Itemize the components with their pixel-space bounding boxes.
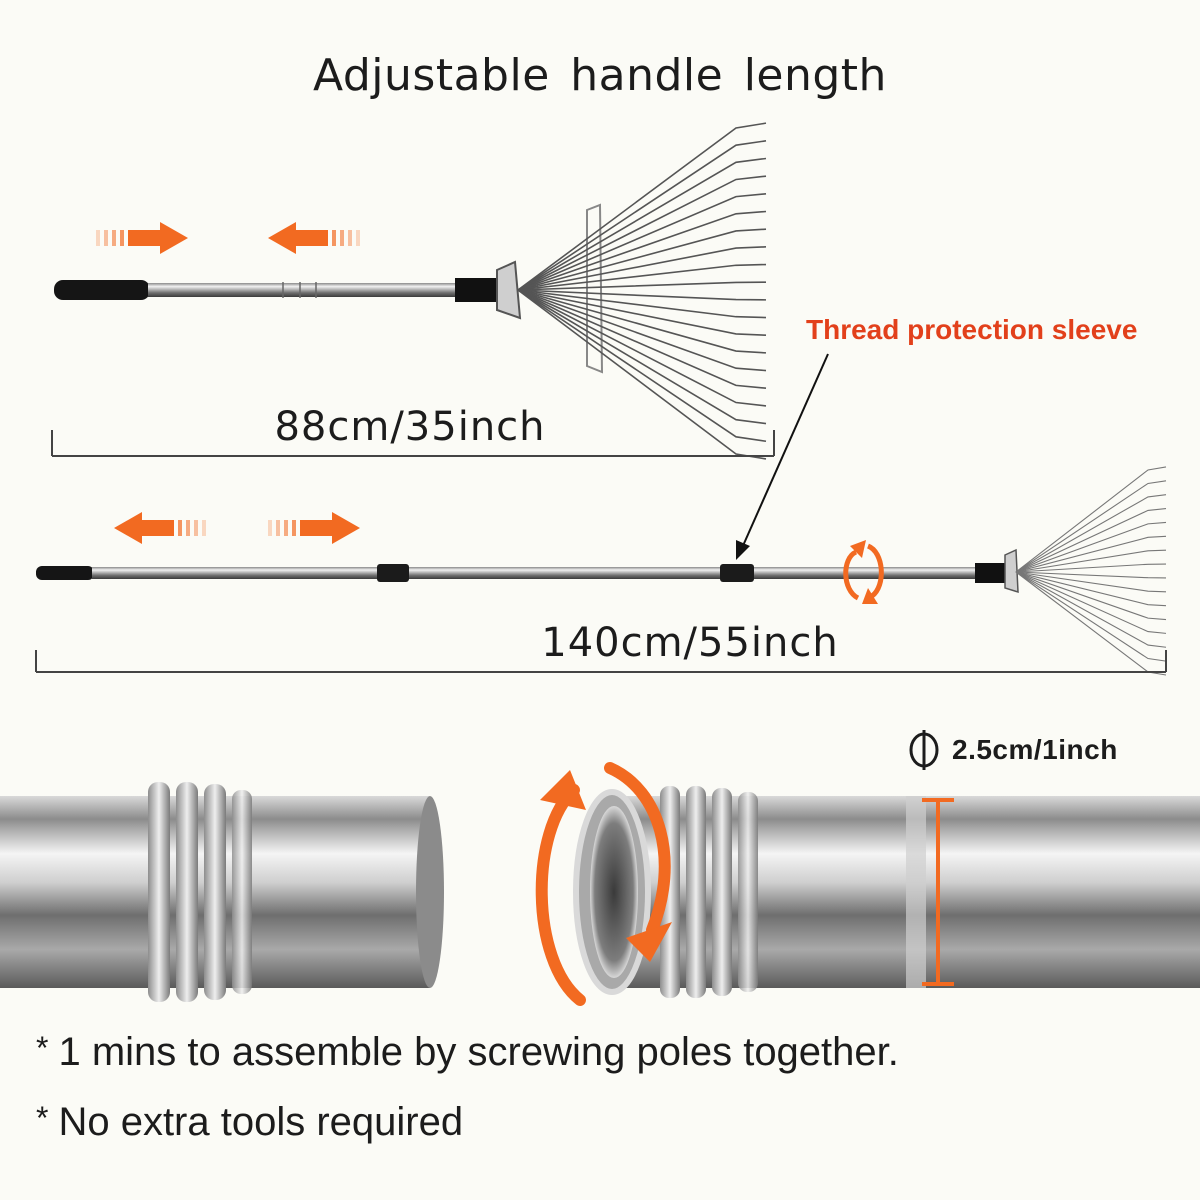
rake-tine bbox=[517, 157, 767, 291]
diameter-icon bbox=[909, 730, 939, 770]
page-title: Adjustable handle length bbox=[313, 50, 887, 101]
rake-tine bbox=[1015, 535, 1167, 573]
diameter-label: 2.5cm/1inch bbox=[952, 734, 1118, 765]
rake-tine bbox=[517, 289, 767, 354]
rake-tine bbox=[1015, 571, 1167, 607]
note-marker: * bbox=[36, 1100, 49, 1136]
arrow-right-icon bbox=[268, 512, 360, 544]
rotate-icon bbox=[535, 762, 672, 1006]
rake-tine bbox=[517, 122, 767, 291]
extended-length-label: 140cm/55inch bbox=[541, 620, 839, 666]
note-tools: *No extra tools required bbox=[36, 1100, 463, 1145]
rake-tine bbox=[517, 175, 767, 291]
rake-tine bbox=[517, 289, 767, 443]
threaded-pole-closeup-left bbox=[0, 782, 444, 1002]
rake-tine bbox=[517, 289, 767, 319]
rake-tine bbox=[1015, 549, 1167, 573]
note-text: 1 mins to assemble by screwing poles tog… bbox=[58, 1030, 899, 1074]
dimension-line-extended bbox=[35, 650, 1167, 673]
arrow-left-icon bbox=[268, 222, 360, 254]
rake-tine bbox=[517, 263, 767, 291]
note-marker: * bbox=[36, 1030, 49, 1066]
rake-tine bbox=[517, 193, 767, 291]
rake-tine bbox=[517, 289, 767, 407]
rake-tine bbox=[517, 289, 767, 337]
diameter-marker bbox=[922, 798, 954, 986]
thread-sleeve-callout: Thread protection sleeve bbox=[806, 314, 1138, 345]
rake-tine bbox=[517, 289, 767, 460]
threaded-pole-closeup-right bbox=[573, 786, 1200, 998]
rake-tine bbox=[1015, 508, 1167, 573]
rake-tine bbox=[1015, 571, 1167, 593]
rake-tine bbox=[517, 289, 767, 301]
rake-tine bbox=[1015, 494, 1167, 573]
note-text: No extra tools required bbox=[58, 1100, 464, 1144]
collapsed-rake bbox=[54, 122, 767, 460]
rake-tine bbox=[1015, 563, 1167, 573]
rake-tine bbox=[1015, 571, 1167, 621]
dimension-line-collapsed bbox=[51, 430, 775, 457]
extended-rake bbox=[36, 466, 1167, 676]
rake-tine bbox=[517, 210, 767, 291]
rake-tine bbox=[1015, 466, 1167, 573]
rake-tine bbox=[517, 289, 767, 372]
rake-tine bbox=[1015, 571, 1167, 634]
rake-tine bbox=[1015, 521, 1167, 573]
callout-leader bbox=[736, 353, 829, 560]
rake-tine bbox=[517, 289, 767, 425]
rotate-icon bbox=[843, 540, 884, 604]
rake-tine bbox=[1015, 571, 1167, 579]
rake-tine bbox=[517, 228, 767, 291]
rake-tine bbox=[517, 289, 767, 390]
rake-tine bbox=[517, 140, 767, 291]
arrow-right-icon bbox=[96, 222, 188, 254]
arrow-left-icon bbox=[114, 512, 206, 544]
rake-tine bbox=[1015, 571, 1167, 648]
note-assembly: *1 mins to assemble by screwing poles to… bbox=[36, 1030, 899, 1075]
rake-tine bbox=[1015, 480, 1167, 573]
collapsed-length-label: 88cm/35inch bbox=[274, 404, 546, 450]
rake-tine bbox=[1015, 571, 1167, 662]
rake-tine bbox=[517, 281, 767, 291]
rake-tine bbox=[517, 246, 767, 291]
